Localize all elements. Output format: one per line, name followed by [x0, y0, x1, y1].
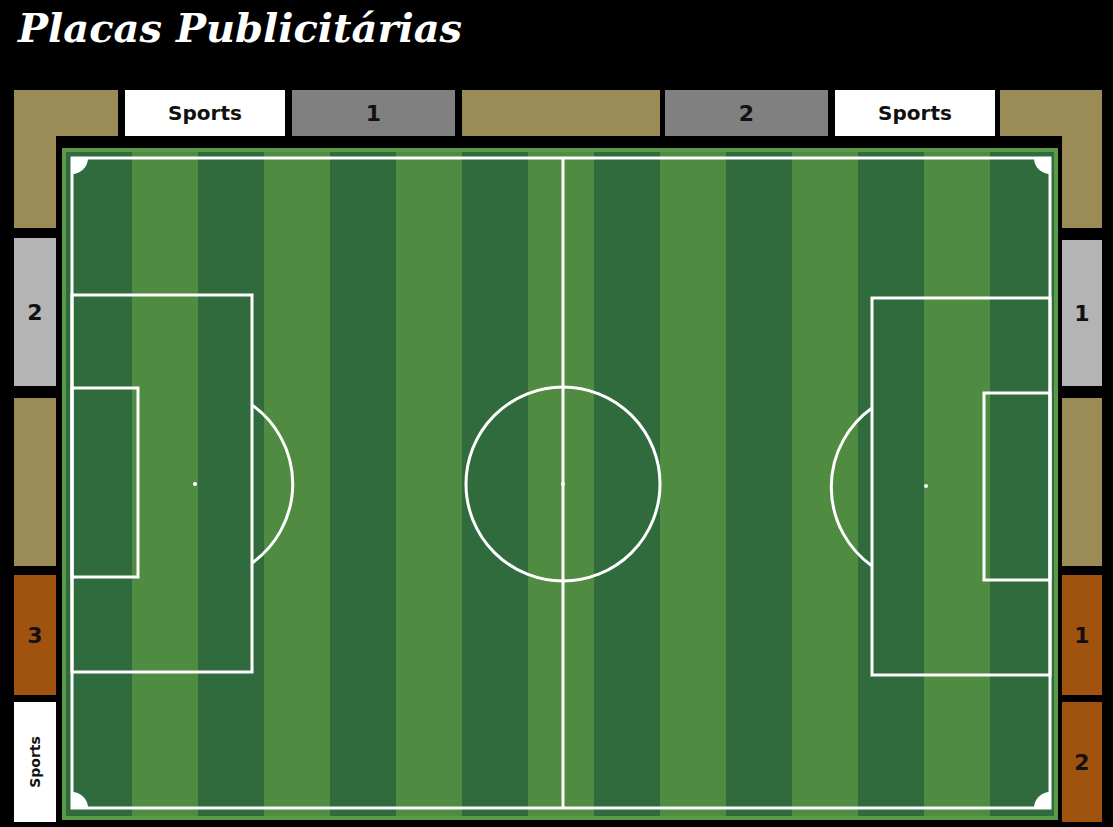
ad-board: 1 [292, 90, 455, 136]
board-label: 1 [1074, 301, 1089, 326]
ad-board: 2 [14, 238, 56, 386]
ad-board: Sports [14, 702, 56, 822]
board-label: Sports [878, 101, 952, 125]
board-label: Sports [27, 736, 43, 788]
ad-board: Sports [835, 90, 995, 136]
ad-board: Sports [125, 90, 285, 136]
board-label: 2 [27, 300, 42, 325]
ad-board: 2 [1062, 702, 1102, 822]
board-label: 2 [1074, 750, 1089, 775]
board-label: Sports [168, 101, 242, 125]
ad-board: 1 [1062, 240, 1102, 386]
page-title: Placas Publicitárias [18, 4, 462, 51]
board-label: 1 [366, 101, 381, 126]
ad-board: 2 [665, 90, 828, 136]
ad-board: 3 [14, 575, 56, 695]
board-label: 3 [27, 623, 42, 648]
board-label: 1 [1074, 623, 1089, 648]
ad-board: 1 [1062, 575, 1102, 695]
board-label: 2 [739, 101, 754, 126]
